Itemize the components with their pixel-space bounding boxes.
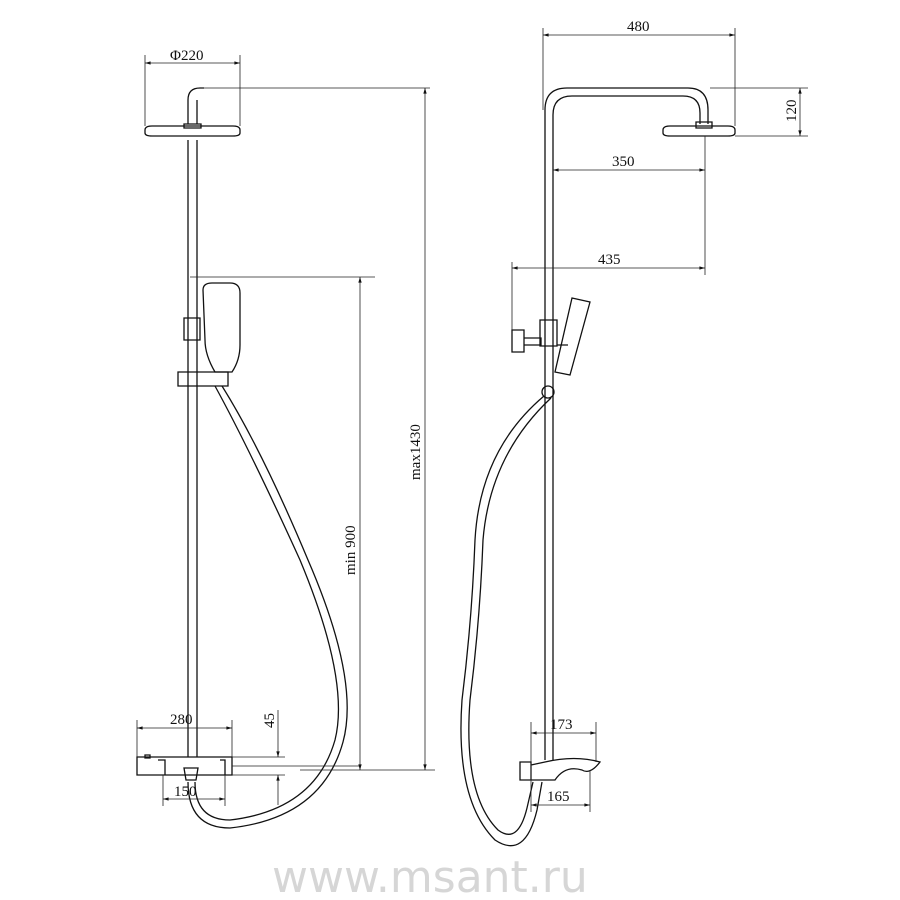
dim-arm-reach-total: 480 bbox=[627, 19, 650, 35]
side-wall-bracket bbox=[511, 329, 542, 353]
dim-arm-reach: 350 bbox=[612, 154, 635, 170]
front-holder bbox=[183, 317, 201, 341]
side-slider bbox=[539, 319, 558, 347]
front-pipe bbox=[187, 87, 204, 757]
dim-holder-reach: 435 bbox=[598, 252, 621, 268]
watermark: www.msant.ru bbox=[272, 852, 588, 900]
front-view bbox=[136, 55, 435, 829]
dim-head-diameter: Φ220 bbox=[170, 48, 203, 64]
side-hose bbox=[460, 395, 552, 847]
dim-spout-depth: 165 bbox=[547, 789, 570, 805]
side-pipe-arm bbox=[544, 87, 709, 760]
dim-mixer-height: 45 bbox=[262, 713, 278, 728]
dim-mixer-width: 280 bbox=[170, 712, 193, 728]
side-hose-ball bbox=[541, 385, 555, 399]
dim-mixer-centers: 150 bbox=[174, 784, 197, 800]
front-hand-shower bbox=[202, 282, 241, 373]
side-hand-shower bbox=[554, 297, 591, 376]
side-head-disk bbox=[662, 121, 736, 137]
front-head-disk bbox=[144, 123, 241, 137]
front-mixer bbox=[136, 754, 233, 781]
dim-min-height: min 900 bbox=[343, 525, 359, 575]
side-spout bbox=[519, 757, 602, 781]
dim-spout-length: 173 bbox=[550, 717, 573, 733]
front-hose bbox=[187, 385, 348, 829]
front-slider bbox=[177, 371, 229, 387]
side-view bbox=[460, 28, 808, 847]
dim-max-height: max1430 bbox=[408, 424, 424, 480]
dim-head-drop: 120 bbox=[784, 100, 800, 123]
